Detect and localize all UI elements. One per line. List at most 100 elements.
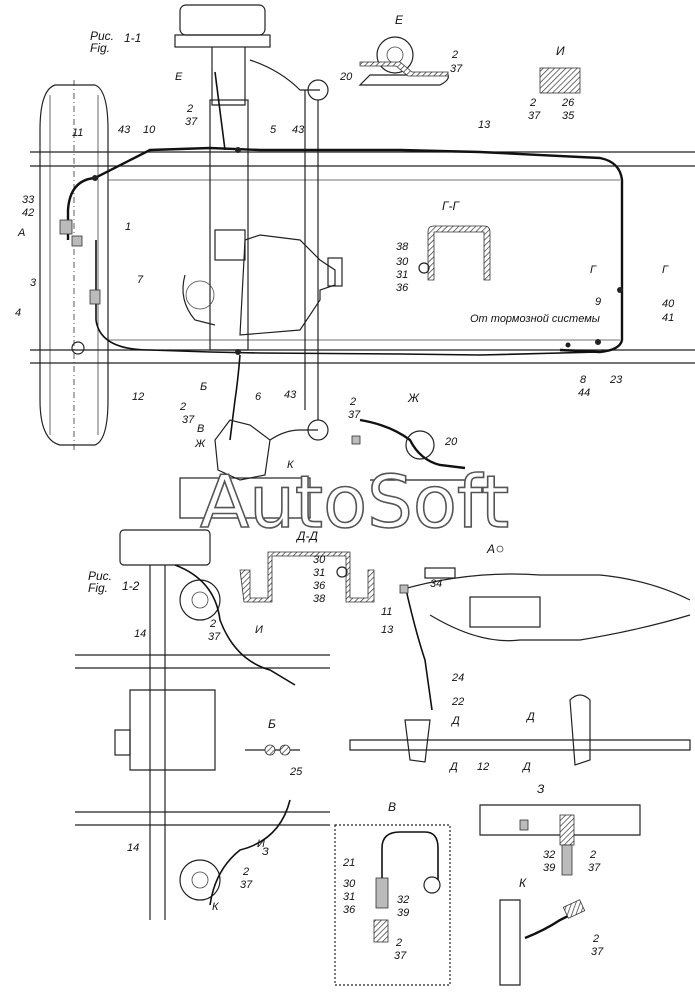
view-e: Е 20 2 37 xyxy=(339,13,463,86)
view-b: Б 25 xyxy=(245,717,303,778)
view-v: В 21 30 31 36 32 39 2 37 xyxy=(334,800,451,986)
view-e-title: Е xyxy=(395,13,404,27)
fig2-title-ru: Рис. xyxy=(88,569,112,583)
view-v-label-36: 36 xyxy=(343,904,356,916)
brake-pipe-routing xyxy=(59,71,624,441)
view-z: З 32 39 2 37 xyxy=(479,782,641,876)
label-1: 1 xyxy=(125,221,131,233)
view-e-label-2: 2 xyxy=(451,49,458,61)
label-6: 6 xyxy=(255,391,262,403)
view-dd-label-30: 30 xyxy=(313,554,326,566)
view-v-label-31: 31 xyxy=(343,891,355,903)
fig2-label-2a: 2 xyxy=(209,618,216,630)
view-zh-title: Ж xyxy=(407,391,420,405)
view-i-label-37: 37 xyxy=(528,110,541,122)
view-a-section-d2: Д xyxy=(525,711,535,723)
label-11: 11 xyxy=(72,127,83,139)
view-zh-label-20: 20 xyxy=(444,436,458,448)
view-v-label-30: 30 xyxy=(343,878,356,890)
view-k-label-2: 2 xyxy=(592,933,599,945)
view-gg-label-36: 36 xyxy=(396,282,409,294)
fig1-labels: 11 43 10 33 42 1 А 3 7 4 12 Е 2 37 5 43 … xyxy=(15,71,675,471)
label-41: 41 xyxy=(662,312,674,324)
fig2-label-2b: 2 xyxy=(242,866,249,878)
figure-1-2: Рис. Fig. 1-2 14 2 37 И 14 И З 2 37 К xyxy=(75,529,330,920)
view-a-section-d1: Д xyxy=(450,715,460,727)
section-mark-k: К xyxy=(287,459,294,471)
view-v-label-37: 37 xyxy=(394,950,407,962)
view-zh: Ж 2 37 20 xyxy=(348,391,470,481)
view-v-label-32: 32 xyxy=(397,894,409,906)
fig2-section-i: И xyxy=(255,624,263,636)
section-mark-v: В xyxy=(197,423,204,435)
view-z-title: З xyxy=(537,782,545,796)
note-brake-system: От тормозной системы xyxy=(470,313,600,325)
label-23: 23 xyxy=(609,374,623,386)
fig2-section-z: З xyxy=(262,846,269,858)
label-2a: 2 xyxy=(186,103,193,115)
view-dd-label-31: 31 xyxy=(313,567,325,579)
watermark: AutoSoft xyxy=(200,460,509,544)
label-44: 44 xyxy=(578,387,590,399)
view-e-label-37: 37 xyxy=(450,63,463,75)
label-43b: 43 xyxy=(292,124,305,136)
view-v-title: В xyxy=(388,800,396,814)
view-gg-label-30: 30 xyxy=(396,256,409,268)
view-i-label-26: 26 xyxy=(561,97,575,109)
fig2-number: 1-2 xyxy=(122,579,140,593)
view-a-section-d3: Д xyxy=(448,761,458,773)
section-mark-g-right: Г xyxy=(662,264,669,276)
view-b-label-25: 25 xyxy=(289,766,303,778)
label-40: 40 xyxy=(662,298,675,310)
label-33: 33 xyxy=(22,194,35,206)
fig1-title-en: Fig. xyxy=(90,41,110,55)
view-a-label-24: 24 xyxy=(451,672,464,684)
frame-rails xyxy=(30,151,695,364)
view-z-label-32: 32 xyxy=(543,849,555,861)
view-z-label-37: 37 xyxy=(588,862,601,874)
view-a-label-12: 12 xyxy=(477,761,489,773)
fig2-title-en: Fig. xyxy=(88,581,108,595)
view-i: И 2 37 26 35 xyxy=(528,44,581,122)
upper-wheel xyxy=(174,4,329,420)
view-v-label-39: 39 xyxy=(397,907,409,919)
view-k-label-37: 37 xyxy=(591,946,604,958)
view-gg-label-31: 31 xyxy=(396,269,408,281)
view-dd-label-38: 38 xyxy=(313,593,326,605)
label-5: 5 xyxy=(270,124,277,136)
view-a-label-13: 13 xyxy=(381,624,394,636)
view-gg-title: Г-Г xyxy=(442,199,461,213)
fig2-section-k: К xyxy=(212,901,219,913)
view-e-label-20: 20 xyxy=(339,71,353,83)
figure-1-1: Рис. 1-1 Fig. xyxy=(15,4,695,519)
label-9: 9 xyxy=(595,296,601,308)
section-mark-zh: Ж xyxy=(194,438,206,450)
section-mark-a: А xyxy=(17,227,25,239)
view-b-title: Б xyxy=(268,717,276,731)
view-i-title: И xyxy=(556,44,565,58)
view-k-title: К xyxy=(519,876,527,890)
label-4: 4 xyxy=(15,307,21,319)
label-13: 13 xyxy=(478,119,491,131)
label-37b: 37 xyxy=(182,414,195,426)
view-a-title: А xyxy=(486,542,495,556)
section-mark-g-left: Г xyxy=(590,264,597,276)
label-2b: 2 xyxy=(179,401,186,413)
view-v-label-2: 2 xyxy=(395,937,402,949)
fig1-title-ru: Рис. xyxy=(90,29,114,43)
transfer-case xyxy=(182,99,343,351)
view-i-label-2: 2 xyxy=(529,97,536,109)
view-v-label-21: 21 xyxy=(342,857,355,869)
label-43a: 43 xyxy=(118,124,131,136)
view-zh-label-37: 37 xyxy=(348,409,361,421)
view-k: К 2 37 xyxy=(499,876,604,986)
view-dd-title: Д-Д xyxy=(295,529,318,543)
view-z-label-39: 39 xyxy=(543,862,555,874)
view-a-label-22: 22 xyxy=(451,696,464,708)
label-37a: 37 xyxy=(185,116,198,128)
view-d-d: Д-Д 30 31 36 38 xyxy=(239,529,375,605)
view-a-label-34: 34 xyxy=(430,578,442,590)
view-a-section-d4: Д xyxy=(521,761,531,773)
fig2-label-37a: 37 xyxy=(208,631,221,643)
